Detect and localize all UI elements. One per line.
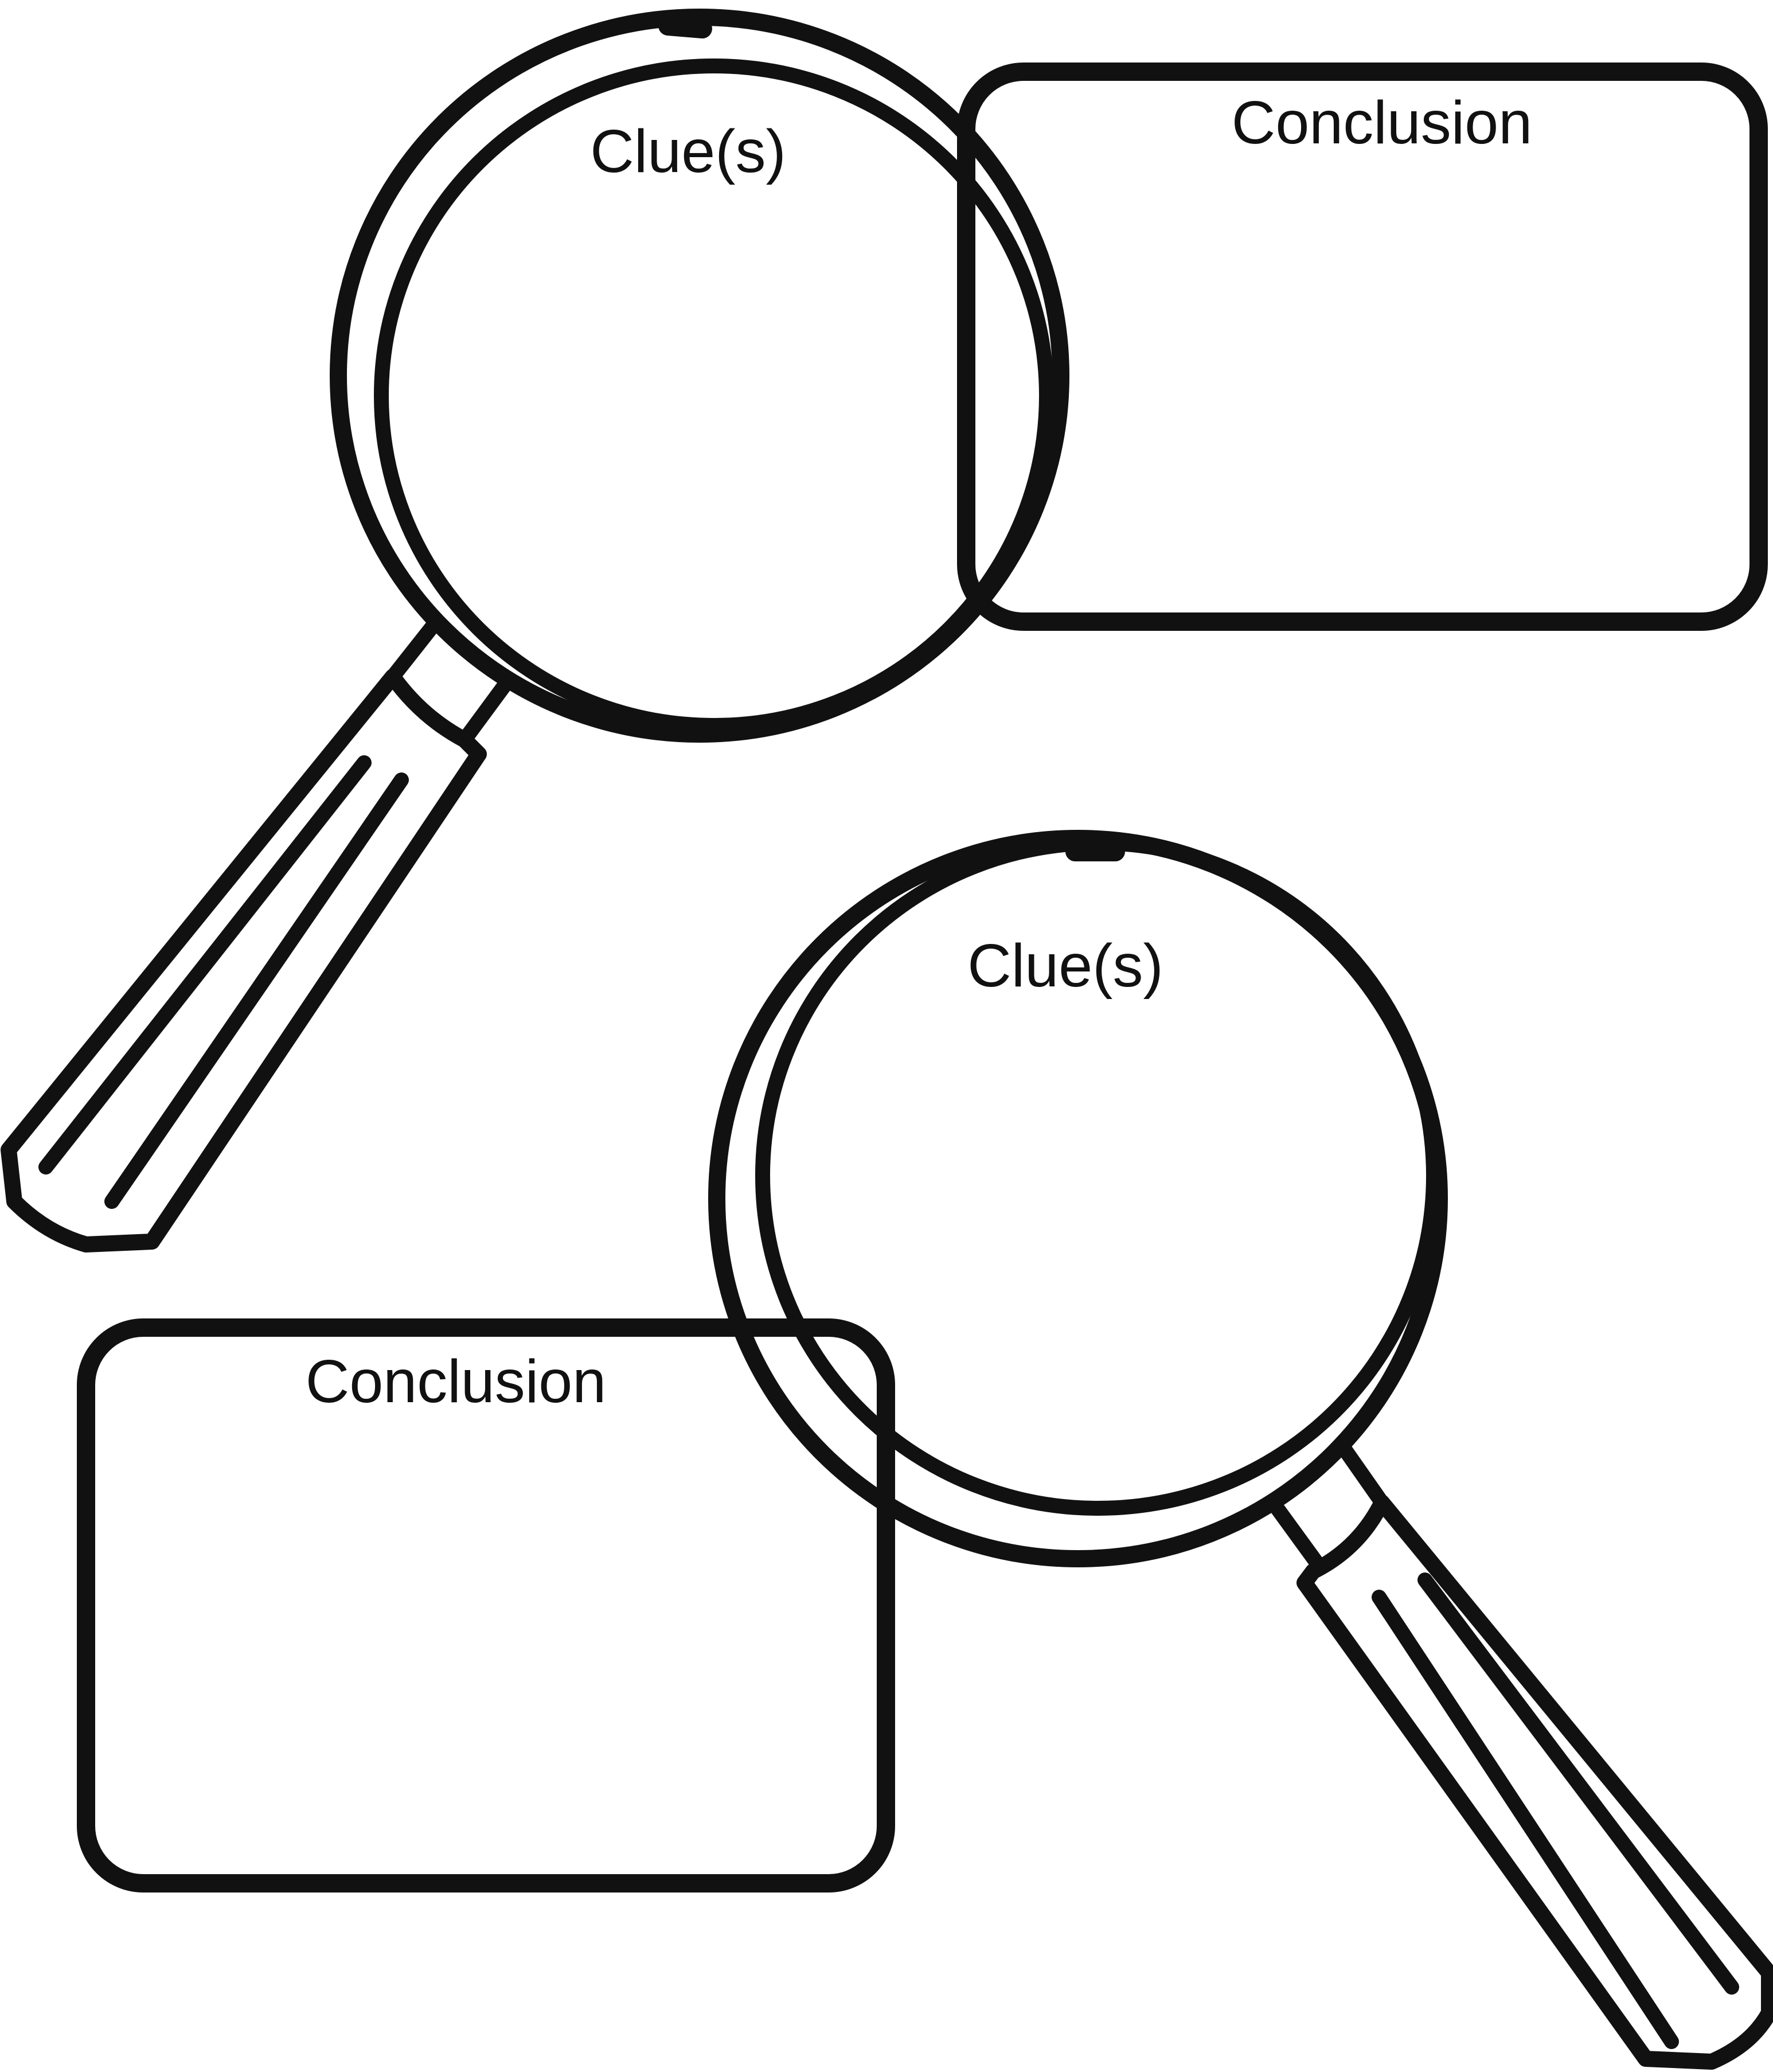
magnifying-glass-icon [717, 838, 1769, 2062]
top-organizer: Conclusion Clue(s) [9, 17, 1759, 1244]
magnifier-handle [9, 622, 505, 1244]
bottom-organizer: Conclusion Clue(s) [86, 838, 1769, 2062]
magnifier-handle [1273, 1445, 1769, 2062]
magnifying-glass-icon [9, 17, 1061, 1244]
top-clue-label: Clue(s) [590, 118, 786, 185]
bottom-conclusion-label: Conclusion [306, 1348, 606, 1415]
bottom-clue-label: Clue(s) [967, 932, 1163, 1000]
top-conclusion-label: Conclusion [1232, 89, 1532, 157]
